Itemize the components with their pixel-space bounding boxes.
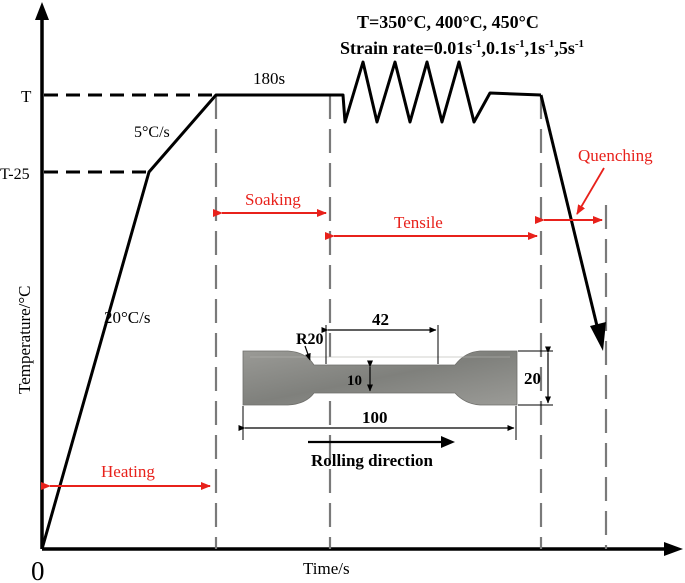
strain-rate-exponent: -1 <box>472 38 481 50</box>
strain-rate-conditions: Strain rate=0.01s-1,0.1s-1,1s-1,5s-1 <box>340 38 584 58</box>
total-length-label: 100 <box>362 408 388 427</box>
strain-rate-exponent: -1 <box>515 38 524 50</box>
rolling-direction-label: Rolling direction <box>311 451 434 470</box>
radius-label: R20 <box>296 331 324 348</box>
grip-width-label: 20 <box>524 369 541 388</box>
y-tick-t: T <box>21 87 32 106</box>
strain-rate-exponent: -1 <box>545 38 554 50</box>
radius-leader <box>304 345 311 361</box>
tensile-specimen <box>242 350 518 406</box>
origin-label: 0 <box>31 556 45 583</box>
strain-rate-prefix: Strain rate= <box>340 38 434 58</box>
heating-rate-label: 20°C/s <box>104 308 150 327</box>
strain-rate-separator: , <box>525 38 530 58</box>
y-tick-t-minus-25: T-25 <box>0 166 30 183</box>
heating-label: Heating <box>101 462 155 481</box>
tensile-label: Tensile <box>394 213 443 232</box>
strain-rate-value: 5s <box>559 38 575 58</box>
strain-rate-value: 0.1s <box>486 38 516 58</box>
x-axis-arrowhead <box>664 542 683 556</box>
strain-rate-value: 1s <box>529 38 545 58</box>
temperature-conditions: T=350°C, 400°C, 450°C <box>357 12 539 32</box>
soaking-label: Soaking <box>245 190 301 209</box>
hold-time-label: 180s <box>253 69 285 88</box>
strain-rate-exponent: -1 <box>575 38 584 50</box>
quenching-curve <box>539 94 600 331</box>
process-curve <box>40 60 542 550</box>
strain-rate-separator: , <box>481 38 486 58</box>
gauge-width-label: 10 <box>347 373 362 389</box>
gauge-length-label: 42 <box>372 310 389 329</box>
quenching-arrowhead <box>590 322 606 351</box>
y-axis-arrowhead <box>35 2 49 20</box>
quenching-label: Quenching <box>578 146 653 165</box>
quenching-pointer <box>576 167 605 215</box>
strain-rate-separator: , <box>554 38 559 58</box>
y-axis-label: Temperature/°C <box>15 285 34 394</box>
second-rate-label: 5°C/s <box>134 124 170 141</box>
strain-rate-value: 0.01s <box>434 38 473 58</box>
rolling-direction-arrowhead <box>441 436 455 448</box>
x-axis-label: Time/s <box>303 559 350 578</box>
